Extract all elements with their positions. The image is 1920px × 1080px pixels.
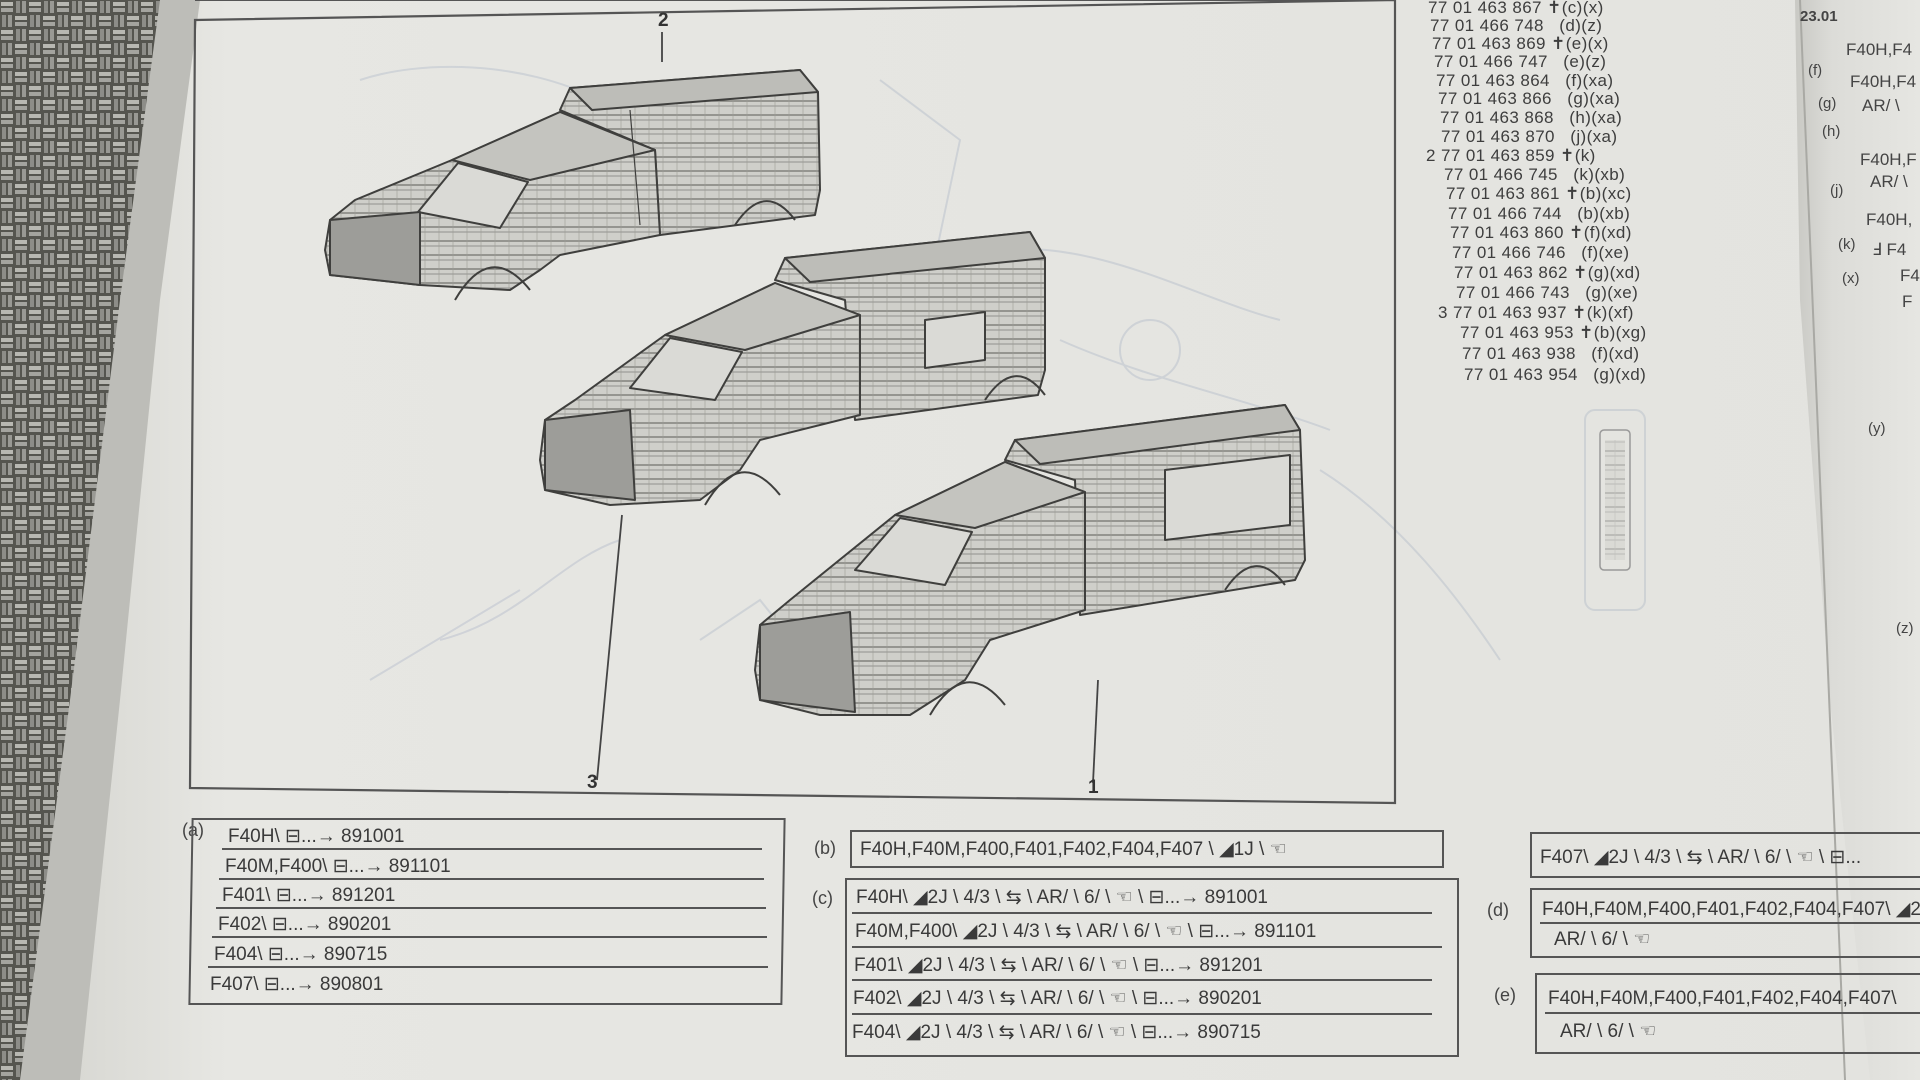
part-row: 77 01 463 867 ✝(c)(x)	[1428, 0, 1604, 17]
part-row: 77 01 463 866 (g)(xa)	[1438, 89, 1621, 108]
part-row: 77 01 466 744 (b)(xb)	[1448, 204, 1631, 223]
part-row: 77 01 463 953 ✝(b)(xg)	[1460, 323, 1647, 342]
part-row: 3 77 01 463 937 ✝(k)(xf)	[1438, 303, 1634, 322]
item-number: 3	[1438, 303, 1448, 322]
part-row: 77 01 463 938 (f)(xd)	[1462, 344, 1640, 363]
dagger-icon: ✝	[1560, 146, 1575, 165]
next-page-row: Ⅎ F4	[1872, 240, 1907, 259]
note-c-row: F401\ ◢2J \ 4/3 \ ⇆ \ AR/ \ 6/ \ ☜ \ ⊟..…	[854, 955, 1263, 976]
next-page-row: F40H,	[1866, 210, 1913, 229]
dagger-icon: ✝	[1572, 303, 1587, 322]
dagger-icon: ✝	[1551, 34, 1566, 53]
note-a-row: F40M,F400\ ⊟...→ 891101	[225, 856, 451, 877]
next-page-header: 23.01	[1800, 8, 1838, 25]
note-c-row: F40M,F400\ ◢2J \ 4/3 \ ⇆ \ AR/ \ 6/ \ ☜ …	[855, 921, 1317, 942]
note-c-row: F404\ ◢2J \ 4/3 \ ⇆ \ AR/ \ 6/ \ ☜ \ ⊟..…	[852, 1022, 1261, 1043]
van-body-3-drawing	[539, 231, 1046, 506]
note-d-box	[1530, 888, 1920, 958]
dagger-icon: ✝	[1565, 184, 1580, 203]
next-page-row: F40H,F	[1860, 150, 1917, 169]
note-e-row: F40H,F40M,F400,F401,F402,F404,F407\	[1548, 988, 1897, 1009]
note-a-row: F404\ ⊟...→ 890715	[214, 944, 388, 965]
note-c-row: F402\ ◢2J \ 4/3 \ ⇆ \ AR/ \ 6/ \ ☜ \ ⊟..…	[853, 988, 1262, 1009]
van-body-1-drawing	[754, 404, 1306, 716]
next-page-row: F	[1902, 292, 1913, 311]
next-page-row: F4	[1900, 266, 1920, 285]
part-row: 77 01 463 870 (j)(xa)	[1441, 127, 1618, 146]
note-a-row: F401\ ⊟...→ 891201	[222, 885, 396, 906]
dagger-icon: ✝	[1579, 323, 1594, 342]
note-e-row: AR/ \ 6/ \ ☜	[1560, 1021, 1657, 1042]
note-b-row: F40H,F40M,F400,F401,F402,F404,F407 \ ◢1J…	[860, 839, 1287, 860]
part-row: 77 01 463 869 ✝(e)(x)	[1432, 34, 1609, 53]
part-row: 77 01 466 745 (k)(xb)	[1444, 165, 1626, 184]
note-a-row: F402\ ⊟...→ 890201	[218, 914, 392, 935]
note-c-row: F40H\ ◢2J \ 4/3 \ ⇆ \ AR/ \ 6/ \ ☜ \ ⊟..…	[856, 887, 1268, 908]
callout-2: 2	[658, 10, 669, 31]
part-row: 77 01 463 864 (f)(xa)	[1436, 71, 1614, 90]
part-row: 77 01 466 746 (f)(xe)	[1452, 243, 1630, 262]
dagger-icon: ✝	[1573, 263, 1588, 282]
dagger-icon: ✝	[1569, 223, 1584, 242]
next-page-row: F40H,F4	[1850, 72, 1917, 91]
note-top-right-row: F407\ ◢2J \ 4/3 \ ⇆ \ AR/ \ 6/ \ ☜ \ ⊟..…	[1540, 847, 1862, 868]
note-b-box	[850, 830, 1444, 868]
note-a-row: F40H\ ⊟...→ 891001	[228, 826, 405, 847]
note-d-row: F40H,F40M,F400,F401,F402,F404,F407\ ◢2	[1542, 899, 1920, 920]
note-e-box	[1535, 973, 1920, 1054]
callout-1: 1	[1088, 777, 1099, 798]
part-row: 77 01 466 748 (d)(z)	[1430, 16, 1603, 35]
dagger-icon: ✝	[1547, 0, 1562, 17]
note-a-row: F407\ ⊟...→ 890801	[210, 974, 384, 995]
note-top-right-box	[1530, 832, 1920, 878]
item-number: 2	[1426, 146, 1436, 165]
part-row: 77 01 463 868 (h)(xa)	[1440, 108, 1623, 127]
part-row: 77 01 466 743 (g)(xe)	[1456, 283, 1639, 302]
note-c-box	[845, 878, 1459, 1057]
part-row: 77 01 463 861 ✝(b)(xc)	[1446, 184, 1632, 203]
part-row: 2 77 01 463 859 ✝(k)	[1426, 146, 1596, 165]
part-row: 77 01 463 862 ✝(g)(xd)	[1454, 263, 1641, 282]
part-row: 77 01 463 954 (g)(xd)	[1464, 365, 1647, 384]
van-body-2-drawing	[324, 69, 821, 301]
part-row: 77 01 463 860 ✝(f)(xd)	[1450, 223, 1632, 242]
note-d-row: AR/ \ 6/ \ ☜	[1554, 929, 1651, 950]
next-page-row: AR/ \	[1870, 172, 1908, 191]
callout-3: 3	[587, 772, 598, 793]
next-page-row: AR/ \	[1862, 96, 1900, 115]
part-row: 77 01 466 747 (e)(z)	[1434, 52, 1607, 71]
next-page-row: F40H,F4	[1846, 40, 1913, 59]
